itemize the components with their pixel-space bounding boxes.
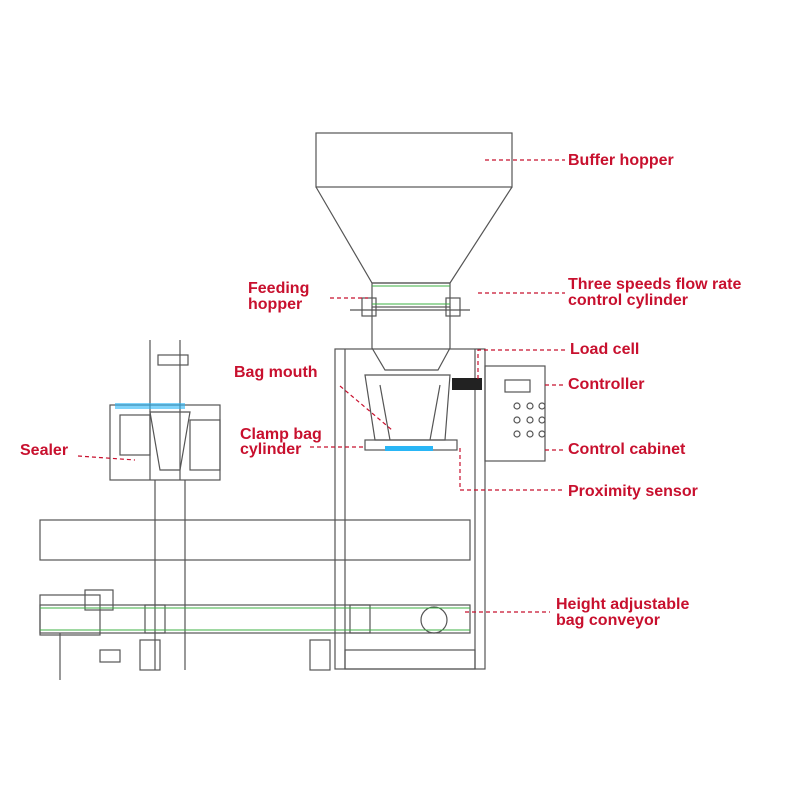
label-bag-mouth: Bag mouth <box>234 364 318 381</box>
leader-proximity-sensor <box>459 448 565 491</box>
label-height-adjustable-2: bag conveyor <box>556 612 661 629</box>
label-clamp-bag-2: cylinder <box>240 441 302 458</box>
load-cell-block <box>452 378 482 390</box>
controller-display <box>504 379 531 393</box>
feeding-hopper-top <box>371 282 451 308</box>
label-buffer-hopper: Buffer hopper <box>568 152 674 169</box>
label-proximity-sensor: Proximity sensor <box>568 483 698 500</box>
label-controller: Controller <box>568 376 645 393</box>
label-feeding-hopper-1: Feeding <box>248 280 310 297</box>
proximity-target <box>385 446 433 451</box>
label-feeding-hopper-2: hopper <box>248 296 303 313</box>
conveyor-motor <box>39 594 101 636</box>
leader-load-cell <box>477 349 565 380</box>
control-cabinet-box <box>484 365 546 462</box>
label-load-cell: Load cell <box>570 341 640 358</box>
main-frame <box>334 348 486 670</box>
label-clamp-bag-1: Clamp bag <box>240 426 322 443</box>
platform <box>39 519 471 561</box>
leader-sealer <box>77 455 136 461</box>
label-three-speeds-1: Three speeds flow rate <box>568 276 742 293</box>
feeding-hopper-body <box>371 307 451 371</box>
buffer-hopper-box <box>315 132 513 188</box>
sealer-body <box>109 404 221 481</box>
cylinder-left <box>361 297 377 317</box>
conveyor-roller <box>420 606 448 634</box>
bag-conveyor <box>39 604 471 634</box>
label-height-adjustable-1: Height adjustable <box>556 596 690 613</box>
label-three-speeds-2: control cylinder <box>568 292 689 309</box>
label-sealer: Sealer <box>20 442 69 459</box>
weigh-bucket <box>364 374 451 441</box>
buffer-hopper-cone <box>315 186 513 284</box>
cylinder-right <box>445 297 461 317</box>
leader-bag-mouth <box>339 385 393 431</box>
label-control-cabinet: Control cabinet <box>568 441 686 458</box>
